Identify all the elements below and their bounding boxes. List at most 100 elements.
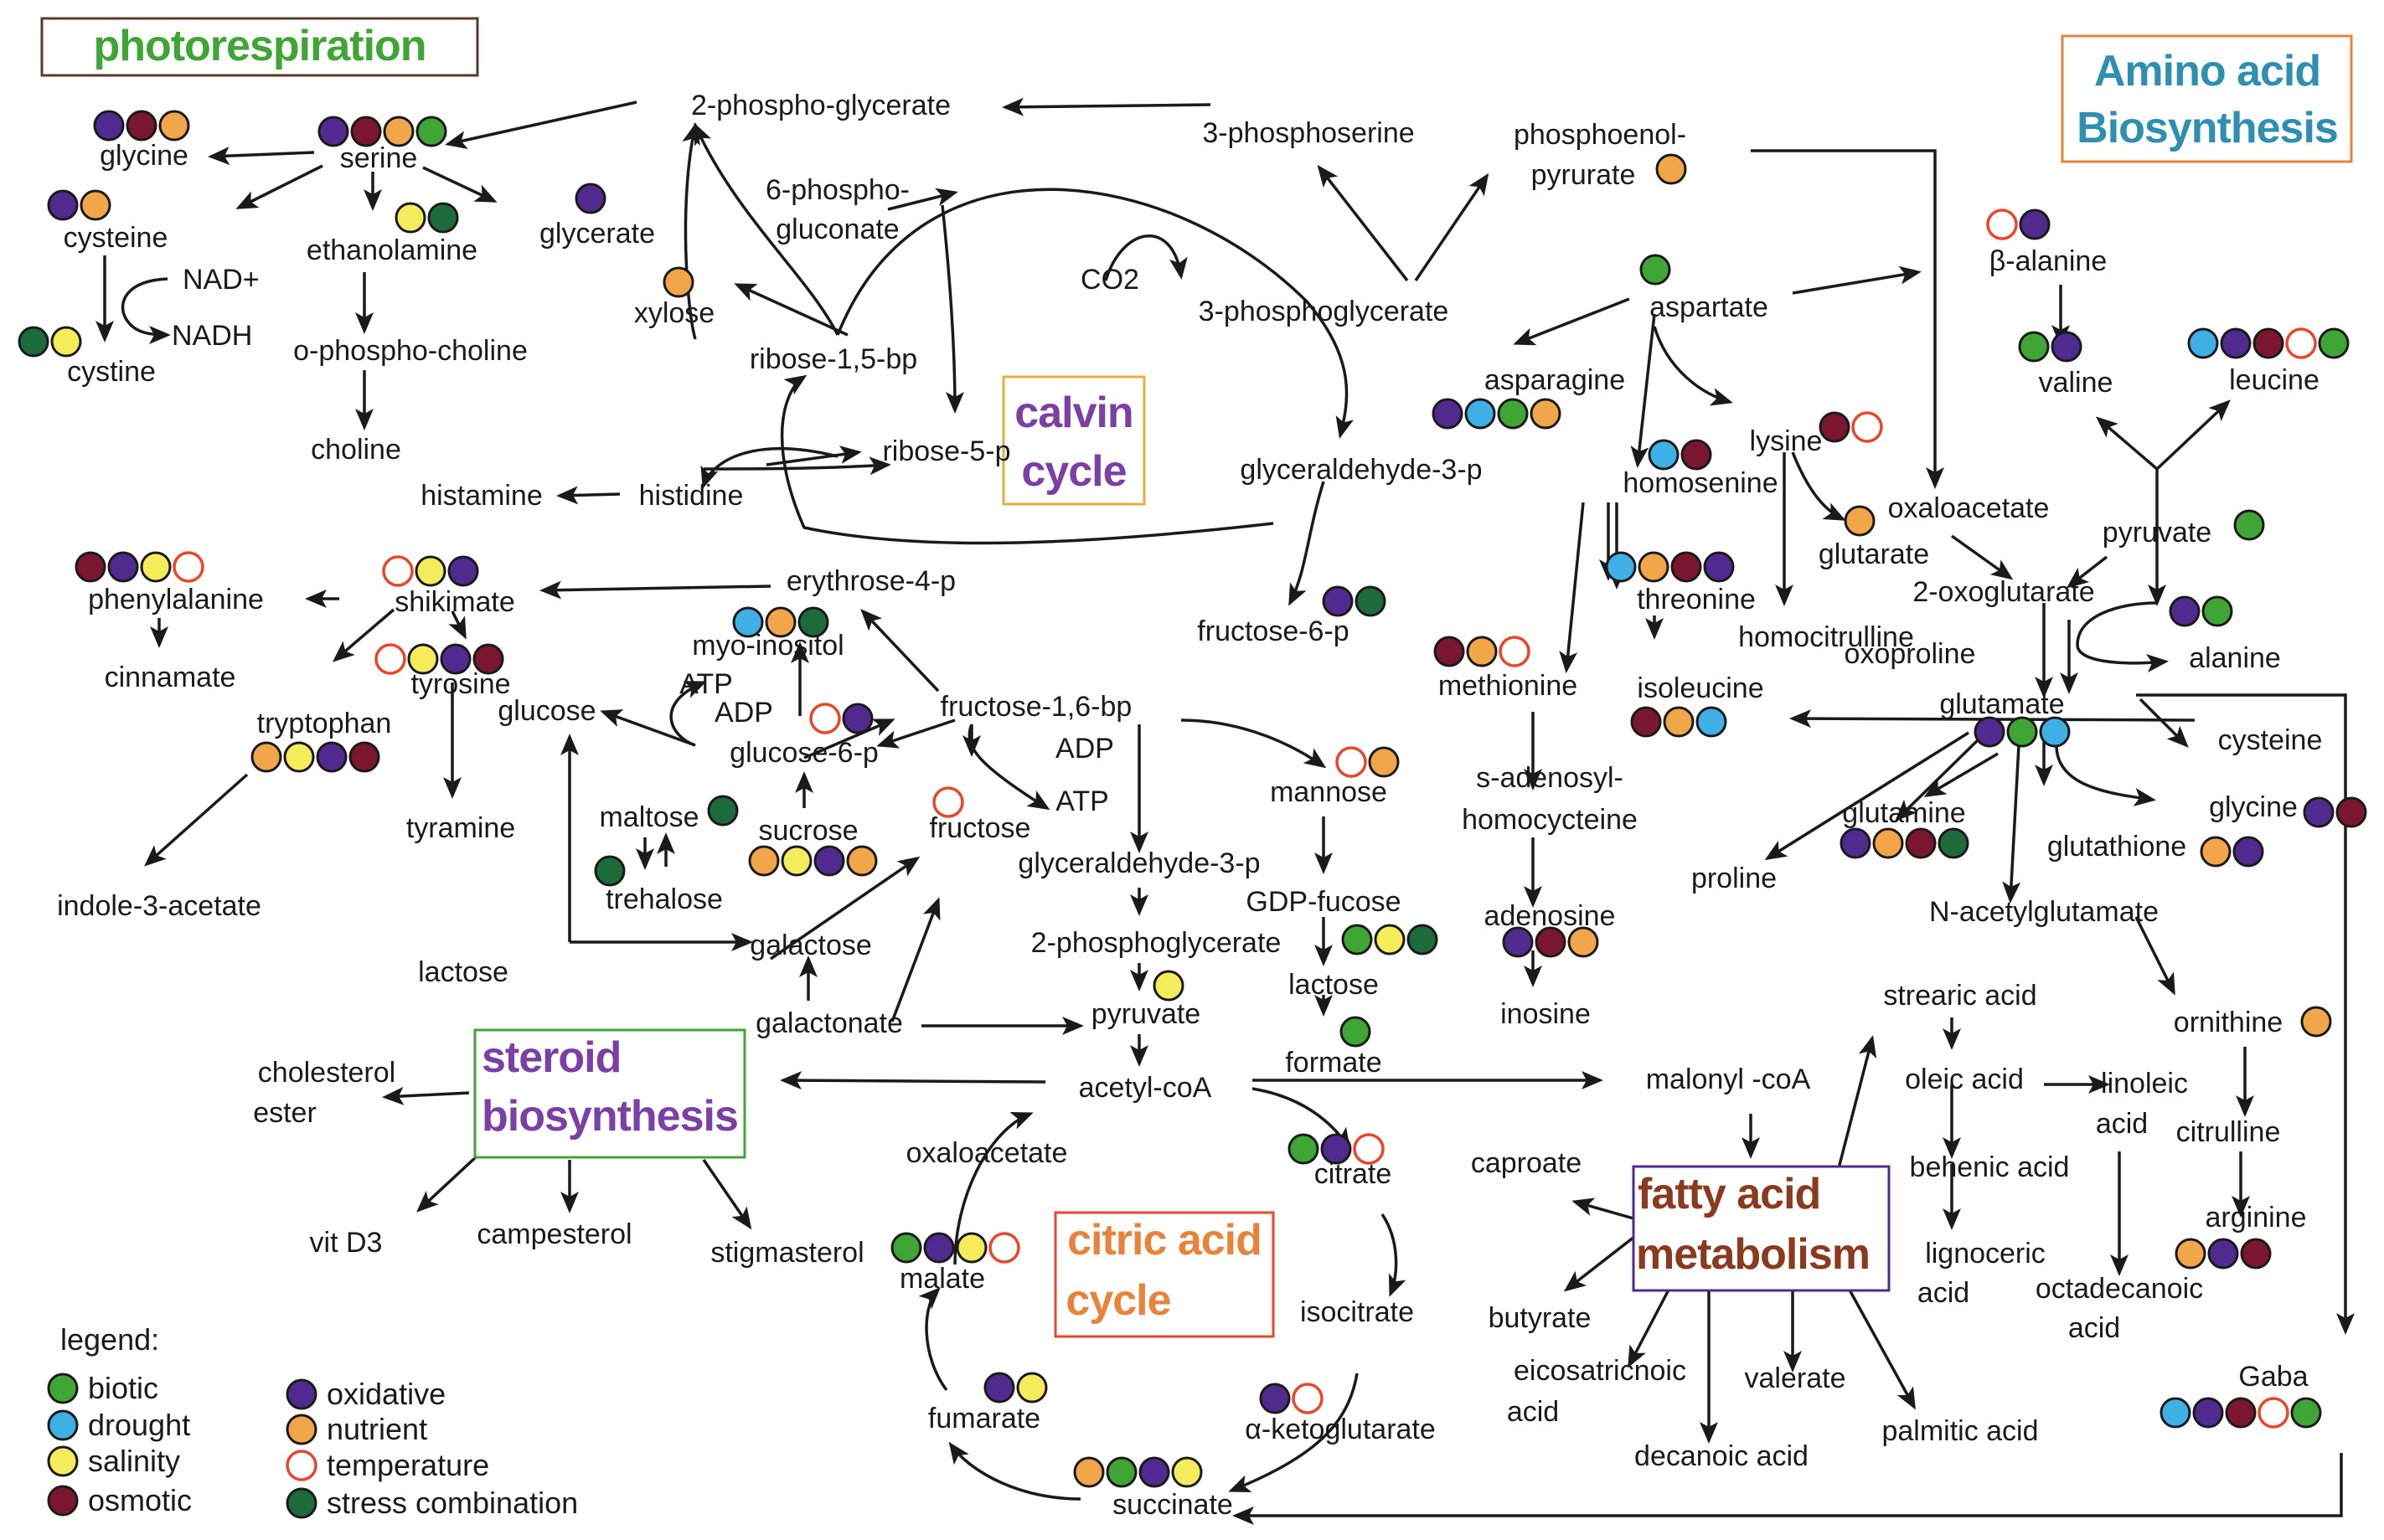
stress-dot-oxidative (983, 1372, 1015, 1404)
metabolite-label: aspartate (1649, 291, 1768, 323)
node-succinate: succinate (1073, 1456, 1233, 1521)
stress-dot-biotic (1497, 398, 1529, 430)
stress-dot-drought (2039, 716, 2071, 748)
metabolite-label: acid (1917, 1277, 1969, 1309)
node-atp2: ATP (1055, 785, 1109, 817)
stress-dot-biotic (2233, 509, 2265, 541)
metabolite-label: behenic acid (1910, 1151, 2070, 1183)
node-atp1: ATP (679, 668, 733, 700)
metabolite-label: glutathione (2047, 831, 2186, 863)
node-octadecanoic2: acid (2068, 1312, 2120, 1344)
legend: legend: bioticdroughtsalinityosmoticoxid… (47, 1322, 578, 1520)
stress-dot-oxidative (93, 110, 125, 142)
node-campesterol: campesterol (477, 1218, 632, 1250)
node-oxoglutarate: 2-oxoglutarate (1912, 576, 2094, 608)
citric-title-line1: citric acid (1067, 1216, 1262, 1264)
metabolite-label: choline (311, 434, 401, 466)
stress-dot-nutrient (1466, 636, 1498, 667)
node-caproate: caproate (1471, 1147, 1582, 1179)
stress-dot-biotic (2006, 716, 2038, 748)
stress-dot-biotic (1287, 1133, 1319, 1165)
stress-dot-nutrient (1530, 398, 1561, 430)
metabolite-label: cholesterol (258, 1057, 395, 1089)
legend-label-oxidative: oxidative (327, 1377, 446, 1411)
node-pg3: 3-phosphoglycerate (1199, 296, 1449, 327)
stress-dot-oxidative (2232, 836, 2264, 868)
node-gap1: glyceraldehyde-3-p (1240, 454, 1482, 486)
metabolite-label: homosenine (1623, 467, 1778, 499)
legend-swatch-drought (47, 1409, 79, 1441)
metabolite-label: valine (2039, 367, 2113, 399)
node-cysteine-r: cysteine (2218, 724, 2323, 756)
metabolite-label: s-adenosyl- (1476, 762, 1623, 794)
legend-label-biotic: biotic (88, 1371, 158, 1405)
node-oxaloacetate-c: oxaloacetate (906, 1137, 1068, 1169)
metabolite-label: ornithine (2174, 1007, 2283, 1038)
node-galactose: galactose (750, 930, 872, 961)
node-glycerate: glycerate (539, 183, 655, 250)
node-sam1: s-adenosyl- (1476, 762, 1623, 794)
metabolite-label: gluconate (776, 214, 899, 245)
stress-dot-drought (2160, 1397, 2191, 1429)
node-pep2: pyrurate (1531, 153, 1687, 191)
metabolite-label: glyceraldehyde-3-p (1240, 454, 1482, 486)
node-proline: proline (1691, 863, 1777, 894)
metabolite-label: ATP (679, 668, 733, 700)
metabolite-label: eicosatricnoic (1514, 1355, 1686, 1387)
node-histidine: histidine (639, 480, 744, 512)
node-glutamine: glutamine (1840, 797, 1969, 859)
node-phosphoserine: 3-phosphoserine (1202, 117, 1414, 149)
node-adp2: ADP (1055, 733, 1114, 765)
stress-dot-stress-combination (797, 606, 829, 638)
node-lactose-left: lactose (418, 956, 508, 988)
node-trehalose: trehalose (594, 855, 723, 915)
node-phosphocholine: o-phospho-choline (293, 335, 528, 367)
metabolite-label: pyruvate (1091, 998, 1200, 1030)
node-choline: choline (311, 434, 401, 466)
stress-dot-oxidative (317, 116, 349, 147)
metabolite-label: methionine (1438, 670, 1577, 702)
node-pg2b: 2-phosphoglycerate (1031, 927, 1282, 959)
stress-dot-osmotic (1905, 827, 1937, 859)
stress-dot-drought (1464, 398, 1496, 430)
stress-dot-oxidative (447, 555, 479, 587)
node-eicosa2: acid (1507, 1396, 1559, 1428)
node-phosphogluconate1: 6-phospho- (766, 174, 910, 206)
metabolite-label: lactose (1288, 969, 1379, 1001)
legend-label-salinity: salinity (88, 1444, 180, 1478)
metabolite-label: Gaba (2238, 1361, 2308, 1393)
stress-dot-temperature (2285, 327, 2317, 359)
metabolite-label: ADP (1055, 733, 1114, 765)
stress-dot-oxidative (1974, 716, 2005, 748)
metabolite-label: glucose-6-p (730, 737, 879, 769)
metabolite-label: homocitrulline (1738, 621, 1914, 653)
metabolite-label: vit D3 (310, 1227, 383, 1259)
node-leucine: leucine (2187, 327, 2350, 396)
metabolite-label: lactose (418, 956, 508, 988)
node-valerate: valerate (1745, 1362, 1846, 1394)
metabolite-label: lignoceric (1925, 1238, 2046, 1270)
node-isoleucine: isoleucine (1630, 672, 1764, 738)
node-histamine: histamine (421, 480, 543, 512)
node-co2: CO2 (1081, 264, 1139, 296)
stress-dot-oxidative (2051, 331, 2082, 363)
stress-dot-osmotic (350, 116, 382, 147)
node-arginine: arginine (2175, 1202, 2306, 1270)
node-inosine: inosine (1500, 998, 1591, 1030)
amino-acid-title-line1: Amino acid (2094, 47, 2320, 95)
citric-acid-box: citric acid cycle (1054, 1211, 1275, 1338)
steroid-title-line2: biosynthesis (482, 1092, 738, 1141)
metabolite-label: lysine (1750, 425, 1823, 457)
metabolite-label: ADP (715, 697, 773, 729)
stress-dot-biotic (415, 116, 447, 147)
metabolite-label: sucrose (758, 815, 858, 847)
stress-dot-osmotic (1630, 706, 1662, 738)
node-balanine: β-alanine (1986, 209, 2107, 277)
node-fructose16: fructose-1,6-bp (941, 691, 1133, 723)
node-lignoceric2: acid (1917, 1277, 1969, 1309)
node-isocitrate: isocitrate (1300, 1296, 1414, 1328)
stress-dot-oxidative (1322, 585, 1354, 617)
metabolite-label: inosine (1500, 998, 1591, 1030)
stress-dot-nutrient (383, 116, 415, 147)
node-formate: formate (1285, 1047, 1381, 1079)
